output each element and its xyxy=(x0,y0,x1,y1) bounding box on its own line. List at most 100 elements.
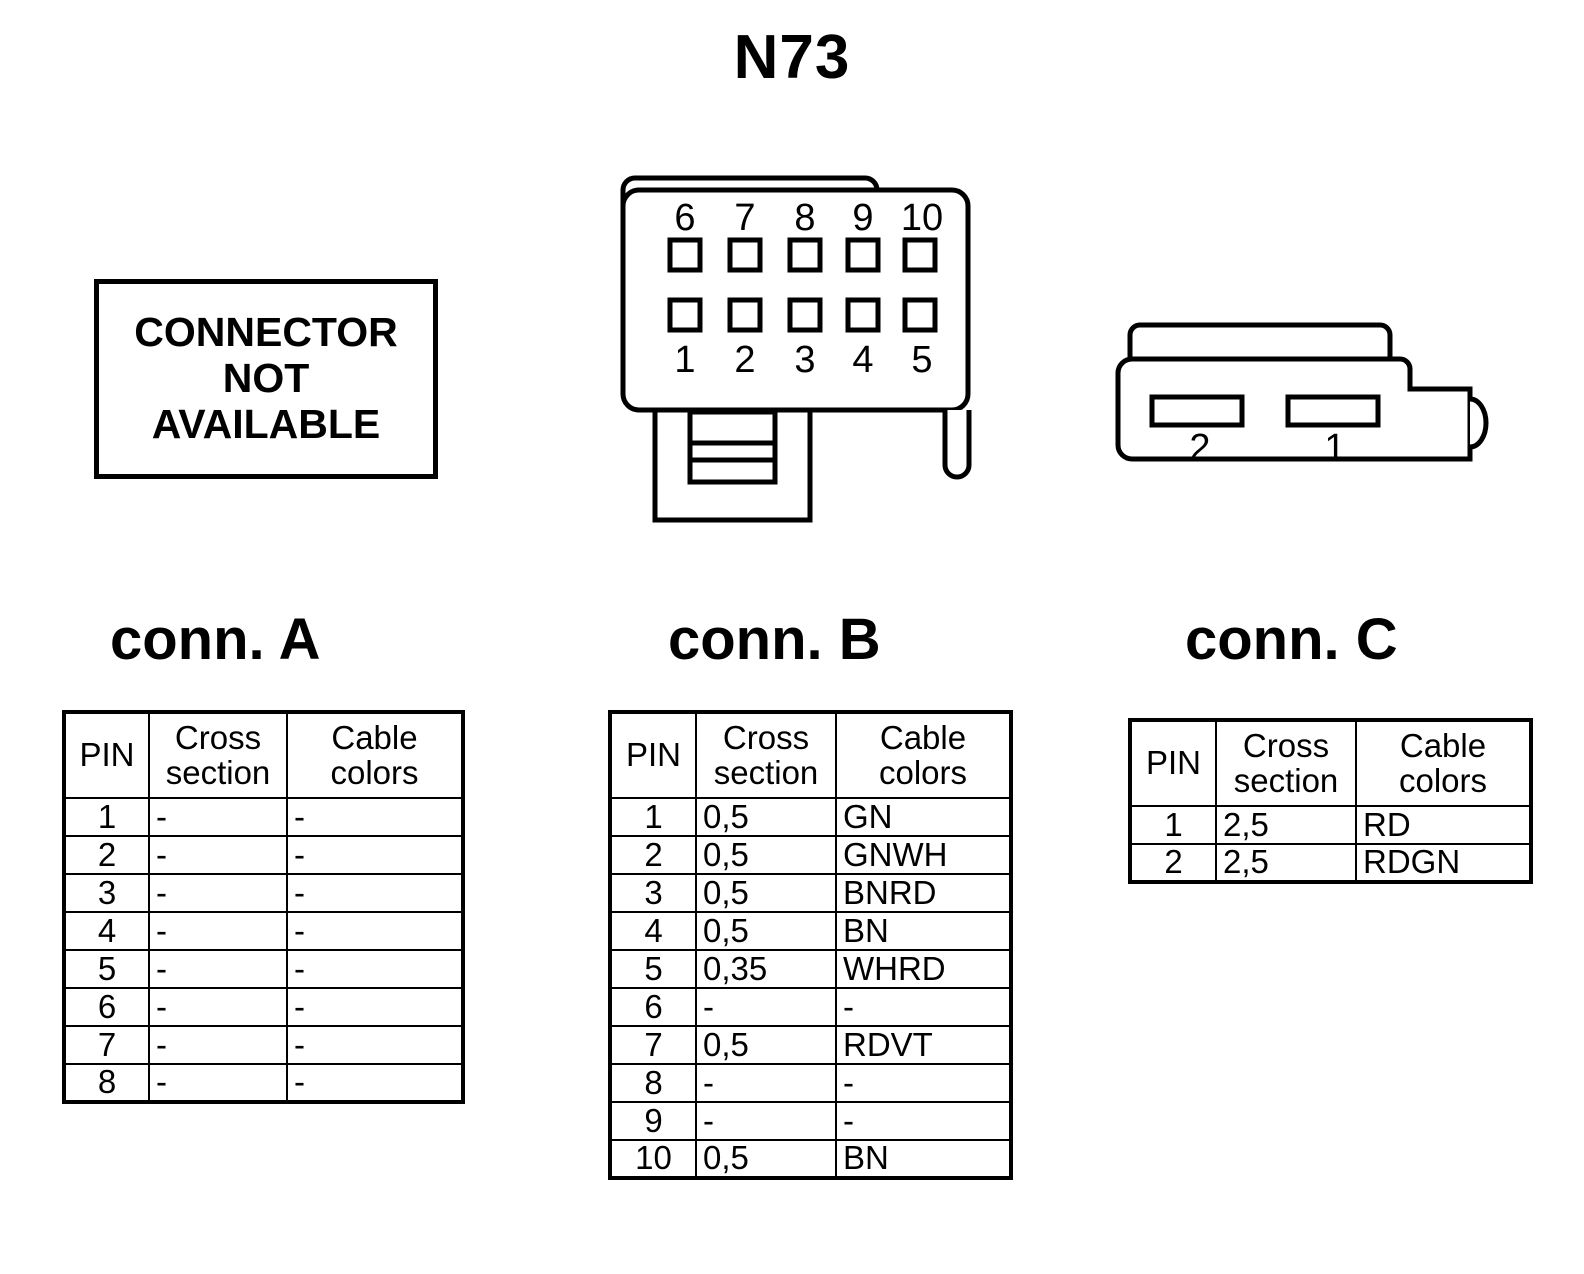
table-header-row: PIN Cross section Cable colors xyxy=(63,711,464,799)
cell-pin: 1 xyxy=(63,797,150,837)
pin-number-3: 3 xyxy=(794,339,815,381)
table-row: 5-- xyxy=(63,949,464,989)
header-cross-section-line1: Cross xyxy=(174,718,262,756)
header-cross-section: Cross section xyxy=(148,711,288,799)
header-cable-colors: Cable colors xyxy=(286,711,464,799)
cell-cross-section: 2,5 xyxy=(1215,843,1357,883)
cell-cable-colors: - xyxy=(835,987,1012,1027)
cell-pin: 1 xyxy=(1129,805,1217,845)
cell-pin: 3 xyxy=(609,873,697,913)
header-pin: PIN xyxy=(609,711,697,799)
pin-number-10: 10 xyxy=(901,197,943,239)
table-header-row: PIN Cross section Cable colors xyxy=(1129,719,1532,807)
cell-pin: 2 xyxy=(63,835,150,875)
cell-pin: 8 xyxy=(609,1063,697,1103)
header-cross-section-line2: section xyxy=(165,753,271,791)
cell-cable-colors: - xyxy=(286,987,464,1027)
cell-pin: 4 xyxy=(63,911,150,951)
cell-pin: 7 xyxy=(63,1025,150,1065)
header-cross-section-line1: Cross xyxy=(1242,726,1330,764)
cell-cross-section: - xyxy=(148,797,288,837)
table-row: 8-- xyxy=(609,1063,1012,1103)
table-row: 6-- xyxy=(63,987,464,1027)
header-cable-colors-line2: colors xyxy=(1398,761,1488,799)
cell-cross-section: - xyxy=(148,987,288,1027)
table-row: 9-- xyxy=(609,1101,1012,1141)
connector-b-drawing: 6 7 8 9 10 1 2 3 4 5 xyxy=(615,160,995,535)
cell-cable-colors: GN xyxy=(835,797,1012,837)
header-cable-colors-line2: colors xyxy=(330,753,419,791)
cell-cross-section: 0,5 xyxy=(695,835,837,875)
header-cross-section-line1: Cross xyxy=(722,718,810,756)
header-pin: PIN xyxy=(63,711,150,799)
cell-cross-section: - xyxy=(148,1025,288,1065)
cell-cable-colors: - xyxy=(286,949,464,989)
pin-number-4: 4 xyxy=(852,339,873,381)
cell-cable-colors: RD xyxy=(1355,805,1532,845)
cell-cross-section: - xyxy=(148,1063,288,1103)
cell-cross-section: - xyxy=(695,1101,837,1141)
table-row: 1-- xyxy=(63,797,464,837)
pin-number-1: 1 xyxy=(1324,427,1345,469)
header-cross-section-line2: section xyxy=(713,753,819,791)
cell-pin: 3 xyxy=(63,873,150,913)
cell-cable-colors: GNWH xyxy=(835,835,1012,875)
cell-cable-colors: BN xyxy=(835,1139,1012,1179)
cell-cross-section: 0,5 xyxy=(695,1139,837,1179)
header-pin: PIN xyxy=(1129,719,1217,807)
cell-cable-colors: RDGN xyxy=(1355,843,1532,883)
conn-a-table: PIN Cross section Cable colors 1--2--3--… xyxy=(62,710,465,1104)
table-row: 8-- xyxy=(63,1063,464,1103)
cell-cable-colors: - xyxy=(286,835,464,875)
conn-c-heading: conn. C xyxy=(1185,607,1398,672)
conn-a-heading: conn. A xyxy=(110,607,321,672)
cell-pin: 5 xyxy=(609,949,697,989)
cell-pin: 2 xyxy=(1129,843,1217,883)
table-row: 4-- xyxy=(63,911,464,951)
cell-cross-section: - xyxy=(148,835,288,875)
header-cable-colors: Cable colors xyxy=(1355,719,1532,807)
connector-c-drawing: 2 1 xyxy=(1110,305,1510,485)
pin-number-5: 5 xyxy=(911,339,932,381)
header-cross-section: Cross section xyxy=(695,711,837,799)
cell-cross-section: 0,5 xyxy=(695,873,837,913)
connector-not-available-box: CONNECTOR NOT AVAILABLE xyxy=(94,279,438,479)
pin-number-2: 2 xyxy=(1189,427,1210,469)
cell-pin: 4 xyxy=(609,911,697,951)
table-row: 7-- xyxy=(63,1025,464,1065)
cell-cable-colors: - xyxy=(835,1063,1012,1103)
na-line-2: NOT xyxy=(222,355,310,402)
table-row: 6-- xyxy=(609,987,1012,1027)
header-cable-colors-line1: Cable xyxy=(1399,726,1487,764)
header-cable-colors-line1: Cable xyxy=(879,718,967,756)
na-line-3: AVAILABLE xyxy=(151,400,381,447)
cell-cross-section: 0,5 xyxy=(695,797,837,837)
cell-pin: 8 xyxy=(63,1063,150,1103)
cell-cable-colors: - xyxy=(835,1101,1012,1141)
cell-cross-section: - xyxy=(148,949,288,989)
header-cable-colors-line1: Cable xyxy=(331,718,418,756)
header-cable-colors-line2: colors xyxy=(878,753,968,791)
pin-number-7: 7 xyxy=(734,197,755,239)
cell-cable-colors: BN xyxy=(835,911,1012,951)
pin-number-8: 8 xyxy=(794,197,815,239)
cell-cable-colors: RDVT xyxy=(835,1025,1012,1065)
page-title: N73 xyxy=(733,23,851,92)
cell-cross-section: 0,5 xyxy=(695,1025,837,1065)
pin-number-2: 2 xyxy=(734,339,755,381)
table-row: 2-- xyxy=(63,835,464,875)
cell-pin: 2 xyxy=(609,835,697,875)
pin-number-9: 9 xyxy=(852,197,873,239)
cell-cross-section: 2,5 xyxy=(1215,805,1357,845)
